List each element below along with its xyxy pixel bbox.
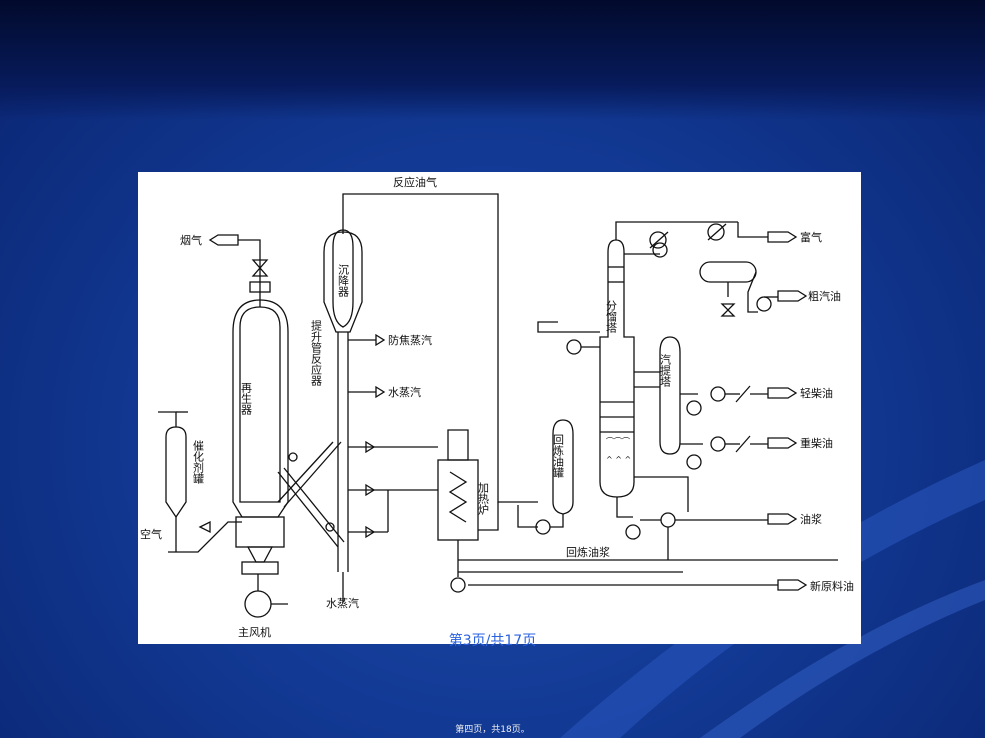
overhead-drum: [699, 261, 757, 283]
label-heater: 加热炉: [477, 482, 490, 516]
fractionator-column: [599, 239, 635, 498]
label-main-blower: 主风机: [238, 625, 271, 639]
label-slurry: 油浆: [800, 512, 822, 526]
air-line: [168, 521, 242, 553]
label-air: 空气: [140, 527, 162, 541]
stripper-column: [659, 336, 681, 455]
label-recycle-tank: 回炼油罐: [552, 434, 565, 479]
main-blower: [244, 590, 272, 618]
label-steam-bottom: 水蒸汽: [326, 596, 359, 610]
label-settler: 沉降器: [337, 264, 350, 298]
label-heavy-diesel: 重柴油: [800, 436, 833, 450]
label-light-diesel: 轻柴油: [800, 386, 833, 400]
label-fresh-feed: 新原料油: [810, 579, 854, 593]
label-regenerator: 再生器: [240, 382, 253, 416]
top-gradient-band: [0, 0, 985, 120]
svg-text:^ ^ ^: ^ ^ ^: [606, 455, 631, 464]
label-reaction-gas: 反应油气: [393, 175, 437, 189]
flue-gas-line: [238, 239, 261, 307]
regenerator-vessel: [239, 306, 281, 503]
regen-top-valve: [251, 259, 269, 269]
label-fractionator: 分馏塔: [605, 300, 618, 334]
label-catalyst-tank: 催化剂罐: [192, 439, 205, 485]
label-riser: 提升管反应器: [310, 320, 323, 387]
diagram-drawing: ⌒⌒⌒ ^ ^ ^ 反应油气 烟气 再生器 沉降器 提升管反应器 防焦蒸汽 水蒸…: [140, 175, 854, 639]
page-indicator: 第3页/共17页: [448, 633, 537, 649]
label-steam-mid: 水蒸汽: [388, 385, 421, 399]
reaction-gas-line: [342, 193, 538, 503]
label-flue-gas: 烟气: [180, 233, 202, 247]
label-recycle-slurry: 回炼油浆: [566, 545, 610, 559]
recycle-oil-tank: [552, 419, 574, 515]
label-rich-gas: 富气: [800, 230, 822, 244]
slurry-arrow: [767, 513, 798, 525]
regen-standpipe: [277, 471, 339, 548]
light-diesel-arrow: [767, 387, 798, 399]
label-anti-coke-steam: 防焦蒸汽: [388, 333, 432, 347]
label-crude-gasoline: 粗汽油: [808, 289, 841, 303]
fcc-process-diagram: ⌒⌒⌒ ^ ^ ^ 反应油气 烟气 再生器 沉降器 提升管反应器 防焦蒸汽 水蒸…: [138, 172, 861, 644]
crude-gasoline-arrow: [777, 290, 808, 302]
footer-text: 第四页，共18页。: [455, 725, 530, 735]
condenser-icon: [649, 231, 667, 249]
catalyst-tank: [165, 426, 187, 519]
label-stripper: 汽提塔: [659, 353, 672, 388]
heater-pump: [450, 577, 466, 593]
slurry-pump: [625, 524, 641, 540]
svg-text:⌒⌒⌒: ⌒⌒⌒: [606, 437, 630, 446]
heavy-diesel-arrow: [767, 437, 798, 449]
spent-standpipe: [277, 441, 334, 503]
heater: [437, 459, 479, 541]
flue-gas-arrow: [208, 234, 239, 246]
rich-gas-arrow: [767, 231, 798, 243]
